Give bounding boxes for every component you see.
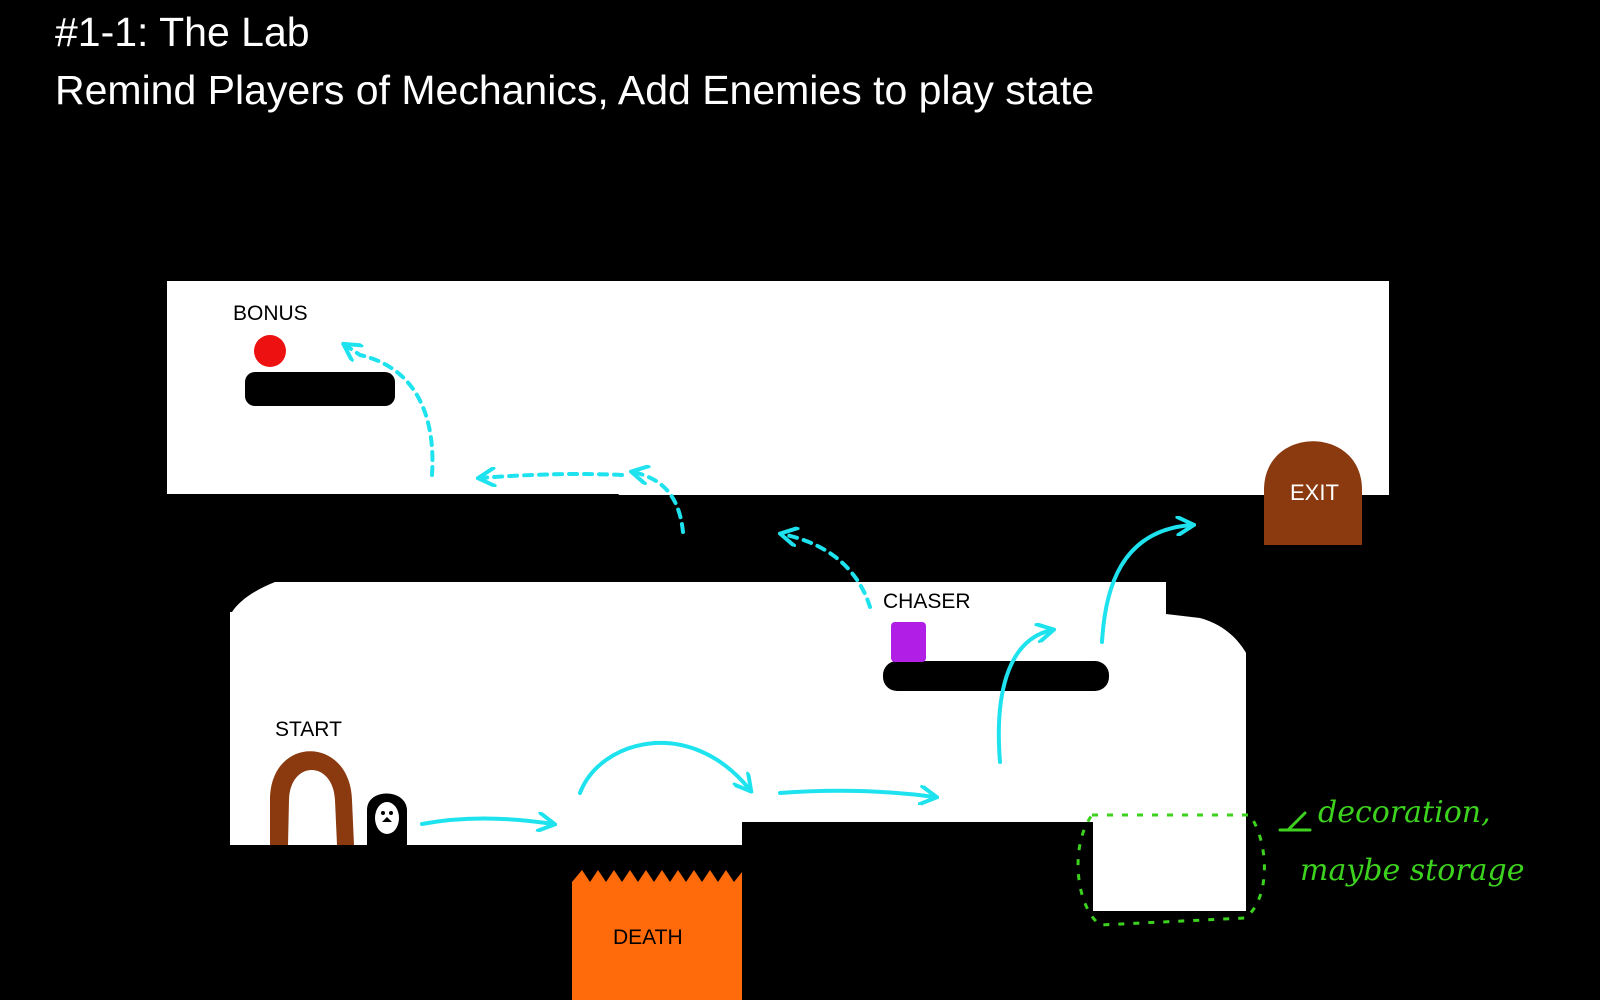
- terrain: [167, 372, 1600, 1000]
- exit-ledge: [1166, 545, 1389, 660]
- middle-floor: [742, 822, 1093, 1000]
- path-arrow: [480, 474, 624, 478]
- chaser-enemy: [891, 622, 926, 662]
- exit-label: EXIT: [1290, 480, 1339, 505]
- death-pit: [572, 870, 742, 1000]
- path-arrow: [578, 740, 750, 795]
- player-path: [345, 345, 1192, 824]
- chaser-label: CHASER: [883, 590, 971, 613]
- path-arrow: [633, 472, 685, 534]
- level-area: [167, 281, 1389, 911]
- storage-room: [1093, 821, 1248, 911]
- start-label: START: [275, 718, 342, 741]
- note-line-1: decoration,: [1318, 795, 1491, 830]
- path-arrow: [345, 345, 435, 477]
- storage-annotation: decoration, maybe storage: [1076, 795, 1524, 927]
- floating-platform: [679, 537, 783, 569]
- bonus-pickup: [254, 335, 286, 367]
- path-arrow: [996, 630, 1052, 764]
- page-subtitle: Remind Players of Mechanics, Add Enemies…: [55, 67, 1095, 113]
- page-title: #1-1: The Lab: [55, 9, 310, 55]
- bonus-platform: [245, 372, 395, 406]
- start-door: [270, 751, 354, 845]
- path-arrow: [420, 819, 553, 825]
- bonus-label: BONUS: [233, 302, 308, 325]
- start-floor: [230, 845, 572, 1000]
- exit-door[interactable]: [1264, 441, 1362, 545]
- player-character: [367, 793, 407, 845]
- death-label: DEATH: [613, 926, 683, 949]
- path-arrow: [782, 534, 872, 609]
- upper-ledge: [167, 494, 629, 612]
- path-arrow: [778, 791, 935, 797]
- right-wall: [1246, 610, 1600, 1000]
- note-line-2: maybe storage: [1300, 853, 1524, 888]
- lower-floor: [1093, 911, 1253, 1000]
- note-arrow: [1278, 811, 1312, 832]
- path-arrow: [1100, 525, 1192, 644]
- chaser-platform: [883, 661, 1109, 691]
